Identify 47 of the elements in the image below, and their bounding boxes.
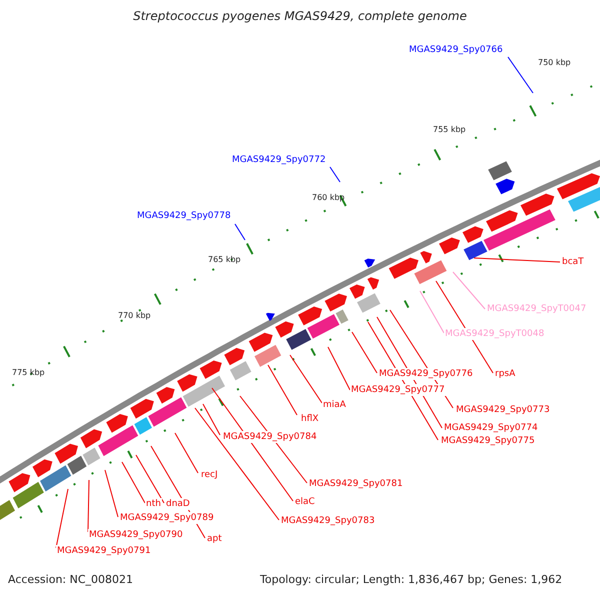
gene-label: MGAS9429_SpyT0047 (486, 303, 588, 315)
gene-label: recJ (200, 469, 219, 481)
gene-label: MGAS9429_Spy0776 (378, 368, 474, 380)
gene-label: MGAS9429_Spy0789 (119, 512, 215, 524)
gene-label: MGAS9429_Spy0775 (440, 435, 536, 447)
leader-line (240, 396, 308, 484)
leader-line (290, 354, 322, 404)
gene-label: MGAS9429_Spy0777 (350, 384, 446, 396)
gene-label: dnaD (165, 498, 191, 510)
gene-label: MGAS9429_Spy0766 (408, 44, 504, 56)
accession-text: Accession: NC_008021 (8, 574, 134, 586)
gene-label: MGAS9429_SpyT0048 (444, 328, 546, 340)
leader-line (268, 364, 298, 416)
leader-line (328, 346, 350, 390)
gene-label: MGAS9429_Spy0778 (136, 210, 232, 222)
leader-line (330, 166, 340, 182)
gene-label: MGAS9429_Spy0774 (443, 422, 539, 434)
genome-info-text: Topology: circular; Length: 1,836,467 bp; Genes: 1,962 (260, 574, 562, 586)
gene-label: MGAS9429_Spy0791 (56, 545, 152, 557)
title: Streptococcus pyogenes MGAS9429, complete genome (132, 10, 468, 22)
leader-line (352, 332, 378, 374)
gene-label: MGAS9429_Spy0783 (280, 515, 376, 527)
leader-line (452, 272, 486, 310)
leader-line (420, 290, 444, 334)
gene-label: apt (206, 533, 223, 545)
gene-label: MGAS9429_Spy0781 (308, 478, 404, 490)
leader-line (234, 224, 246, 240)
leader-line (474, 258, 560, 262)
leader-line (104, 470, 118, 518)
gene-label: rpsA (494, 368, 516, 380)
leader-line (174, 432, 198, 474)
leader-line (122, 462, 146, 504)
scale-label: 775 kbp (12, 367, 45, 379)
leader-line (212, 388, 294, 502)
leader-line (436, 280, 494, 374)
gene-label: MGAS9429_Spy0790 (88, 529, 184, 541)
leader-line (508, 56, 534, 94)
scale-label: 765 kbp (208, 254, 241, 266)
leader-line (136, 454, 164, 504)
scale-label: 770 kbp (118, 310, 151, 322)
leader-line (202, 404, 220, 436)
scale-label: 755 kbp (433, 124, 466, 136)
gene-label: MGAS9429_Spy0773 (455, 404, 551, 416)
scale-label: 750 kbp (538, 57, 571, 69)
gene-label: MGAS9429_Spy0772 (231, 154, 327, 166)
leader-line (194, 408, 280, 520)
gene-label: MGAS9429_Spy0784 (222, 431, 318, 443)
